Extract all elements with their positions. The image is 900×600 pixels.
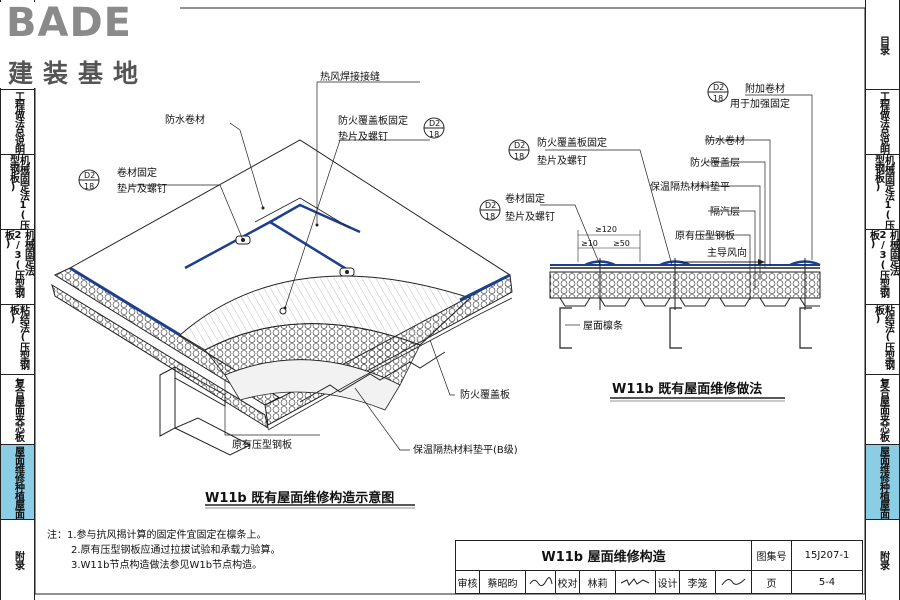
callout-bubble-right-2 (508, 139, 530, 161)
label-membrane-fix-2: 垫片及螺钉 (117, 182, 167, 195)
fastener-screw (279, 307, 287, 315)
left-tab-appendix[interactable]: 附录 (12, 551, 24, 569)
label-waterproof-right: 防水卷材 (705, 134, 745, 147)
logo-wordmark: BADE (6, 0, 132, 46)
note-line: 3.W11b节点构造做法参见W1b节点构造。 (71, 560, 263, 571)
page-label: 页 (752, 571, 792, 593)
right-tab-strip: 目录 工程做法总说明 机械固定法1(压型钢板) 机械固定法2/3(压型钢板) 粘… (865, 0, 900, 600)
callout-bubble-right-3 (479, 199, 501, 221)
right-tab-mech23[interactable]: 机械固定法2/3(压型钢板) (866, 230, 899, 305)
label-insulation-pad: 保温隔热材料垫平 (650, 180, 730, 193)
left-tab-bonding[interactable]: 粘结法(压型钢板) (1, 305, 34, 375)
atlas-number: 15J207-1 (792, 541, 862, 571)
label-membrane-fix-right-2: 垫片及螺钉 (505, 210, 555, 223)
designer-name: 李笼 (680, 571, 716, 593)
sheet-title: W11b 屋面维修构造 (456, 541, 752, 571)
page-number: 5-4 (818, 576, 836, 588)
callout-right-1-top: D2 (713, 83, 724, 92)
left-tab-mech1[interactable]: 机械固定法1(压型钢板) (1, 155, 34, 230)
reviewer-name: 蔡昭昀 (480, 571, 526, 593)
reviewer-signature (526, 571, 556, 593)
left-tab-mech23[interactable]: 机械固定法2/3(压型钢板) (1, 230, 34, 305)
section-purlin (559, 307, 812, 349)
leader-lines (130, 81, 455, 451)
label-membrane-fix-1: 卷材固定 (117, 166, 157, 179)
label-cover-fix-2: 垫片及螺钉 (338, 130, 388, 143)
label-waterproof-membrane: 防水卷材 (165, 113, 205, 126)
checker-name: 林莉 (580, 571, 616, 593)
dim-120: ≥120 (595, 225, 617, 234)
section-insulation (549, 271, 821, 299)
label-membrane-fix-right-1: 卷材固定 (505, 192, 545, 205)
right-tab-contents[interactable]: 目录 (866, 0, 899, 90)
right-tab-appendix[interactable]: 附录 (877, 551, 889, 569)
callout-right-2-bottom: 18 (514, 152, 524, 161)
right-tab-general[interactable]: 工程做法总说明 (866, 90, 899, 155)
left-tab-strip: 目录 工程做法总说明 机械固定法1(压型钢板) 机械固定法2/3(压型钢板) 粘… (0, 0, 35, 600)
dim-50: ≥50 (613, 239, 630, 248)
callout-right-3-bottom: 18 (485, 212, 495, 221)
design-label: 设计 (656, 571, 680, 593)
label-extra-membrane-2: 用于加强固定 (730, 97, 790, 110)
label-purlin: 屋面檩条 (583, 319, 623, 332)
membrane-seam-left (69, 266, 181, 337)
left-diagram-caption: W11b 既有屋面维修构造示意图 (205, 491, 395, 506)
callout-right-3-top: D2 (485, 201, 496, 210)
label-cover-fix-right-2: 垫片及螺钉 (537, 154, 587, 167)
title-block: W11b 屋面维修构造 图集号 15J207-1 审核 蔡昭昀 校对 林莉 设计… (455, 540, 863, 594)
callout-right-1-bottom: 18 (713, 94, 723, 103)
right-tab-sandwich[interactable]: 复合屋面夹芯板 (866, 375, 899, 445)
callout-left-2-top: D2 (429, 119, 440, 128)
label-fire-layer: 防火覆盖层 (690, 156, 740, 169)
label-extra-membrane-1: 附加卷材 (745, 82, 785, 95)
note-line: 2.原有压型钢板应通过拉拔试验和承载力验算。 (71, 545, 281, 556)
label-cover-fix-right-1: 防火覆盖板固定 (537, 136, 607, 149)
label-fire-cover: 防火覆盖板 (460, 388, 510, 401)
left-tab-general[interactable]: 工程做法总说明 (1, 90, 34, 155)
callout-bubble-left-2 (423, 117, 445, 139)
bade-logo: BADE 建装基地 (0, 0, 180, 88)
callout-left-1-bottom: 18 (84, 182, 94, 191)
callout-bubble-left-1 (78, 169, 100, 191)
dimension-lines (577, 230, 641, 262)
callout-bubble-right-1 (707, 81, 729, 103)
section-fasteners (599, 258, 806, 310)
label-hot-air-weld: 热风焊接接缝 (320, 70, 380, 83)
note-line: 注：1.参与抗风揭计算的固定件宜固定在檩条上。 (47, 530, 267, 541)
check-label: 校对 (556, 571, 580, 593)
section-steel-deck (550, 297, 820, 307)
dim-10: ≥10 (581, 239, 598, 248)
designer-signature (716, 571, 752, 593)
callout-left-2-bottom: 18 (429, 130, 439, 139)
checker-signature (616, 571, 656, 593)
review-label: 审核 (456, 571, 480, 593)
label-insulation: 保温隔热材料垫平(B级) (413, 443, 518, 456)
right-tab-mech1[interactable]: 机械固定法1(压型钢板) (866, 155, 899, 230)
left-tab-sandwich[interactable]: 复合屋面夹芯板 (1, 375, 34, 445)
notes-block: 注：1.参与抗风揭计算的固定件宜固定在檩条上。 2.原有压型钢板应通过拉拔试验和… (47, 528, 281, 573)
membrane-seam-right (459, 273, 511, 302)
left-tab-repair[interactable]: 屋面维修种植屋面 (1, 445, 34, 520)
label-cover-fix-1: 防火覆盖板固定 (338, 114, 408, 127)
label-steel-deck: 原有压型钢板 (232, 438, 292, 451)
right-tab-repair[interactable]: 屋面维修种植屋面 (866, 445, 899, 520)
logo-subtitle: 建装基地 (8, 59, 149, 88)
right-diagram-caption: W11b 既有屋面维修做法 (612, 382, 763, 397)
label-vapor: 隔汽层 (710, 205, 740, 218)
atlas-label: 图集号 (752, 541, 792, 571)
section-leaders (540, 94, 813, 326)
label-wind: 主导风向 (707, 246, 747, 259)
callout-left-1-top: D2 (84, 171, 95, 180)
callout-right-2-top: D2 (514, 141, 525, 150)
label-steel-deck-right: 原有压型钢板 (675, 229, 735, 242)
right-tab-bonding[interactable]: 粘结法(压型钢板) (866, 305, 899, 375)
